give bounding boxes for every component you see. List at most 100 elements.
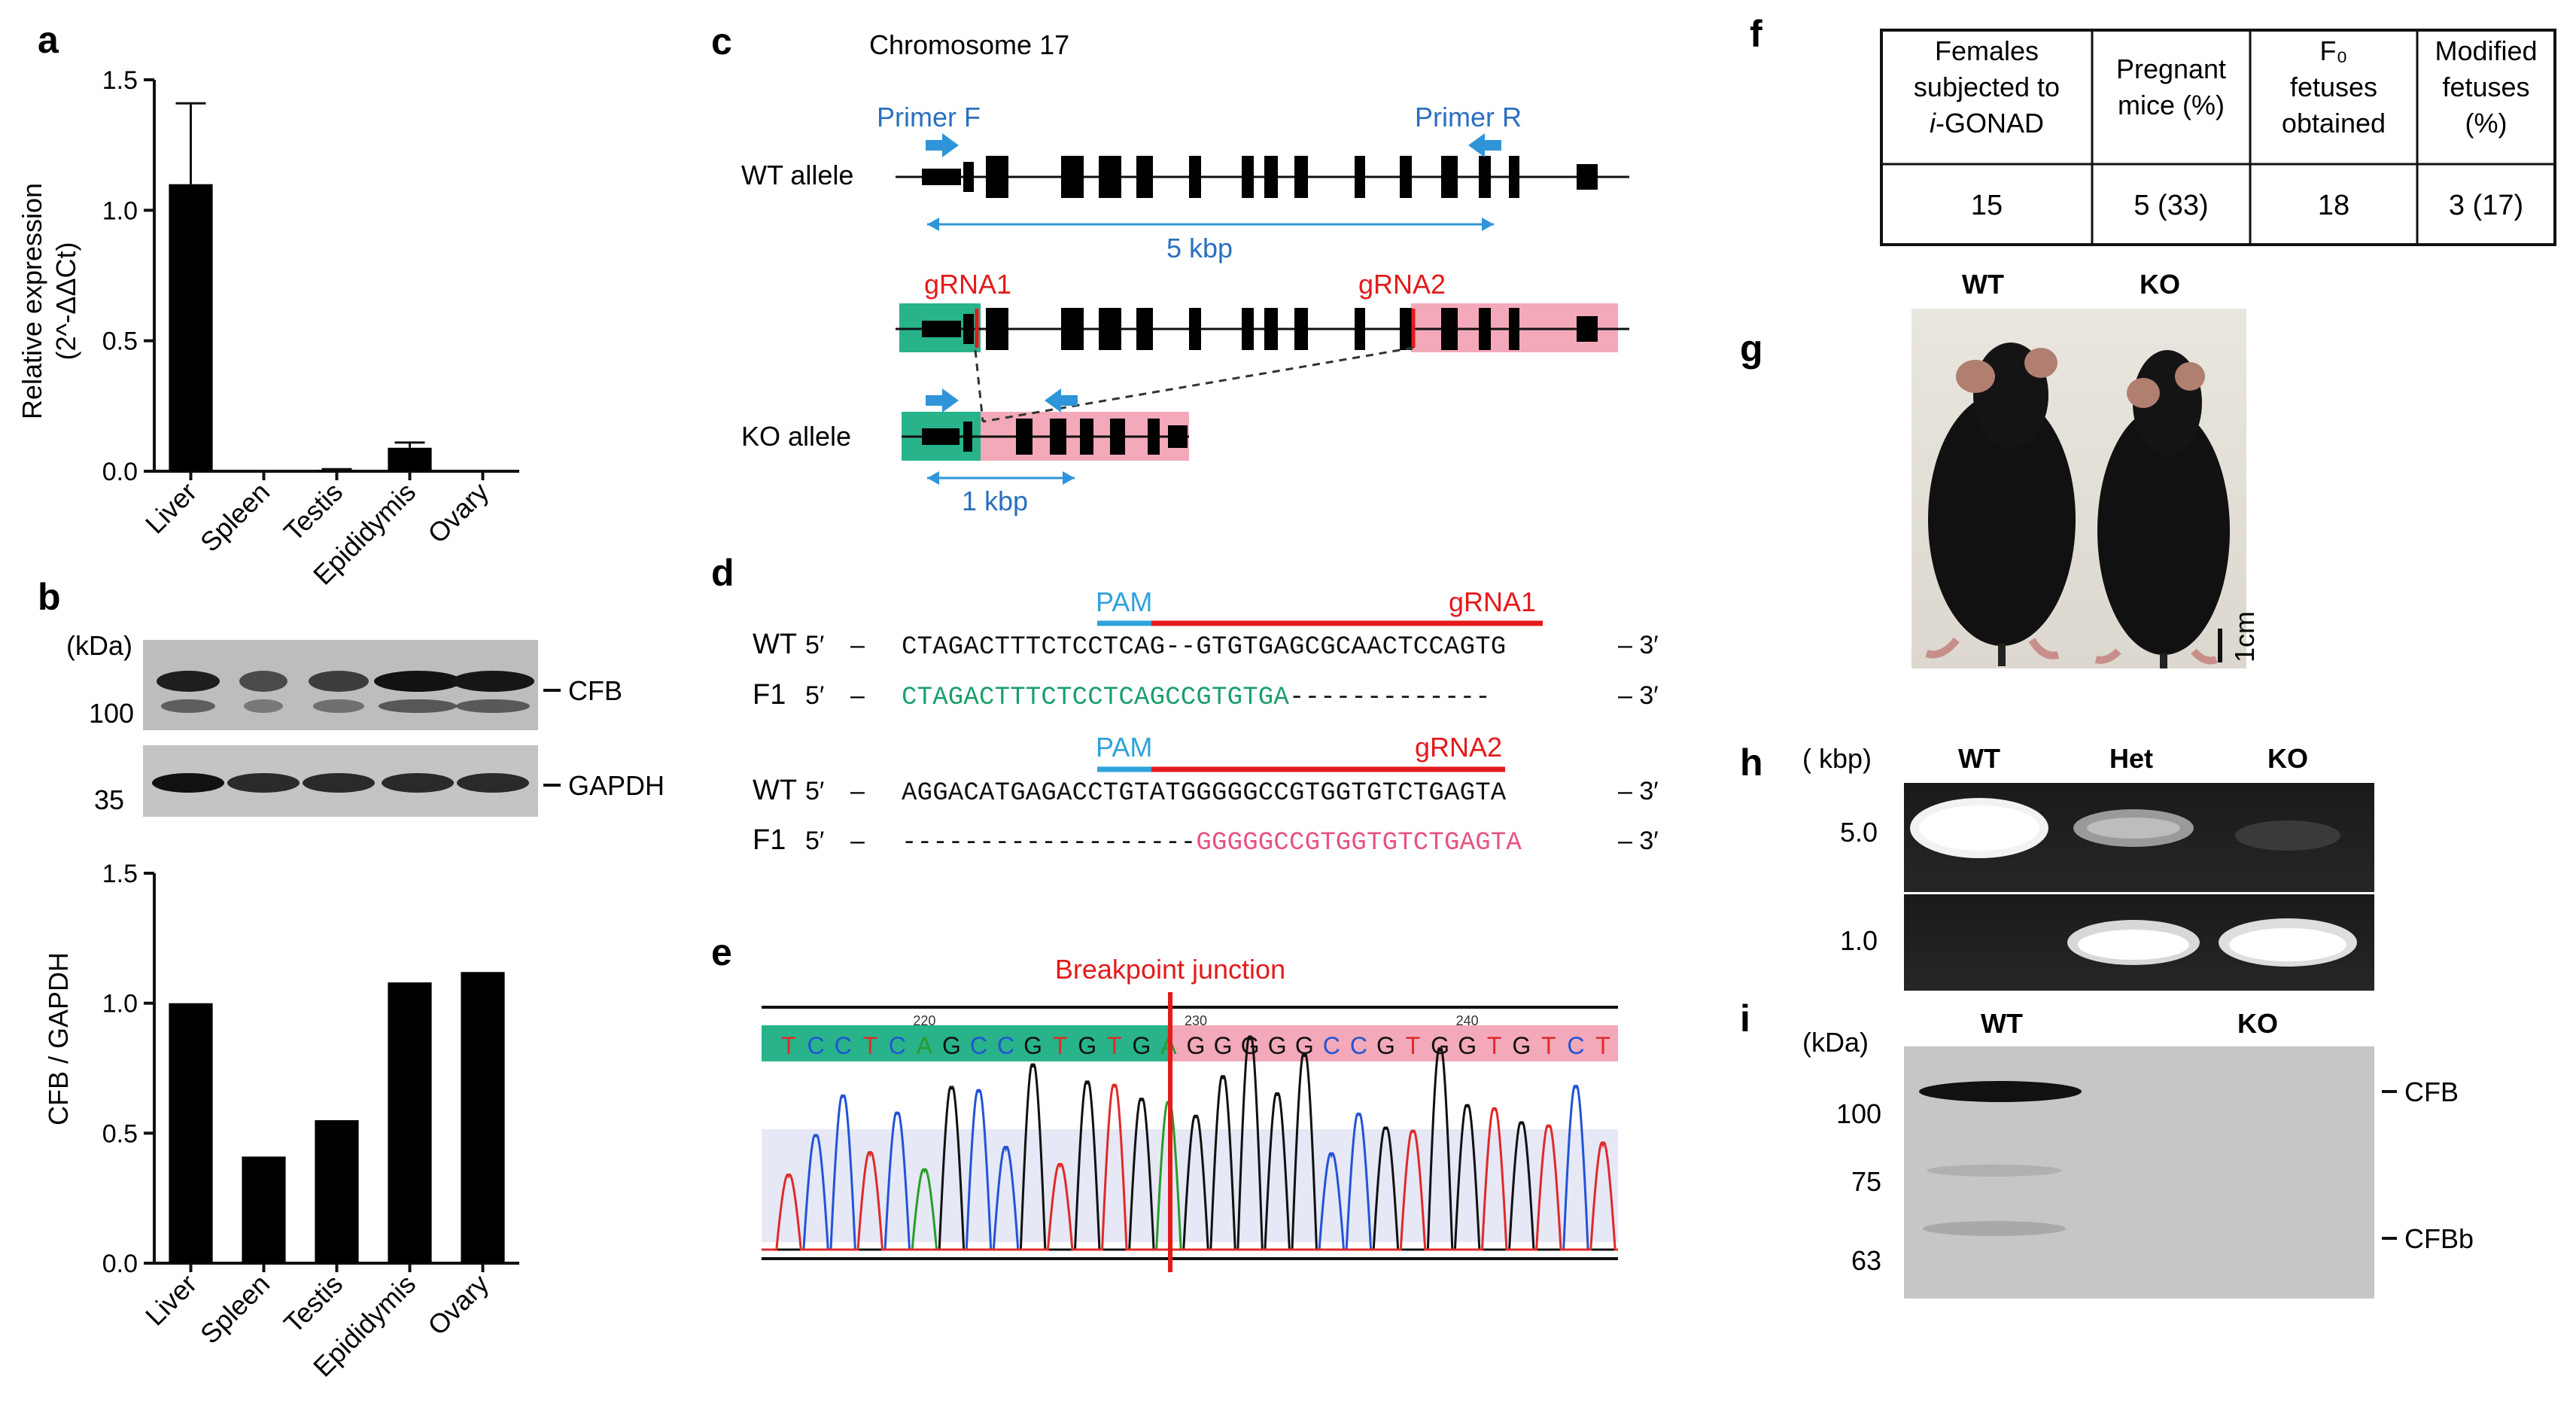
exon [1189, 156, 1201, 198]
base-call: C [807, 1032, 825, 1059]
double-arrow-head-icon [1482, 218, 1494, 231]
exon [922, 321, 961, 337]
panel-label-g: g [1740, 327, 1763, 370]
base-call: T [1406, 1032, 1421, 1059]
base-call: C [997, 1032, 1014, 1059]
base-call: T [1541, 1032, 1556, 1059]
panel-b-xtick-label: Ovary [421, 1268, 494, 1341]
ko-exon [922, 428, 960, 445]
trace-a [762, 1101, 1618, 1251]
chromo-green-box [762, 1025, 1170, 1061]
trace-t [762, 1083, 1618, 1251]
base-call: G [942, 1032, 961, 1059]
ko-exon [1148, 419, 1160, 455]
table-header-text: Pregnant [2116, 53, 2226, 84]
exon [1294, 308, 1308, 350]
exon [1189, 308, 1201, 350]
panel-b-ytick-label: 1.0 [102, 990, 138, 1019]
panel-a-xtick-label: Ovary [421, 477, 494, 550]
table-header-text: subjected to [1914, 72, 2060, 102]
band-label-cfb: CFB [568, 675, 622, 706]
panel-label-d: d [711, 552, 734, 594]
base-call: G [1458, 1032, 1477, 1059]
seq-text: CTAGACTTTCTCCTCAG--GTGTGAGCGCAACTCCAGTG [902, 633, 1506, 662]
exon [986, 308, 1008, 350]
ko-exon [1168, 425, 1188, 448]
seq-dash: – [850, 777, 865, 805]
trace-g [762, 1035, 1618, 1251]
table-value: 15 [1971, 190, 2003, 221]
seq-five-prime: 5′ [805, 777, 824, 805]
exon [1577, 164, 1598, 190]
blot-lane-ko: KO [2237, 1008, 2278, 1039]
base-call: C [1567, 1032, 1584, 1059]
position-label: 240 [1456, 1013, 1479, 1028]
seq-dash: – [850, 631, 865, 659]
panel-b-ytick-label: 0.5 [102, 1119, 138, 1148]
panel-h-gel: ( kbp) WT Het KO 5.0 1.0 [1802, 743, 2374, 991]
base-call: G [1078, 1032, 1096, 1059]
seq-row-label: F1 [753, 824, 786, 856]
base-call: C [835, 1032, 852, 1059]
exon [1355, 308, 1365, 350]
table-header-text: mice (%) [2118, 90, 2225, 120]
panel-b-kda: (kDa) [66, 630, 132, 661]
chromosome-title: Chromosome 17 [869, 29, 1069, 60]
seq-three-prime: – 3′ [1618, 631, 1659, 659]
base-call: G [1431, 1032, 1449, 1059]
base-call: A [917, 1032, 933, 1059]
exon [1136, 156, 1153, 198]
blot-b-cfb-lower-band [244, 699, 283, 713]
chromo-pink-box [1170, 1025, 1618, 1061]
exon [1061, 308, 1084, 350]
exon [1509, 156, 1519, 198]
panel-b-ytick-label: 0.0 [102, 1250, 138, 1278]
position-label: 220 [913, 1013, 935, 1028]
pam-label-1: PAM [1096, 586, 1152, 617]
panel-b-bar-ovary [461, 972, 505, 1263]
panel-i-kda: (kDa) [1802, 1027, 1869, 1058]
primer-arrow-right-icon [926, 133, 959, 157]
base-call: T [781, 1032, 796, 1059]
table-border [1880, 29, 2556, 246]
panel-c-diagram: Chromosome 17 Primer F Primer R WT allel… [741, 29, 1629, 516]
panel-e-chromatogram: Breakpoint junction TCCTCAGCCGTGTGAGGGGG… [762, 954, 1618, 1272]
seq-five-prime: 5′ [805, 827, 824, 855]
base-call: T [1107, 1032, 1122, 1059]
ko-exon [1080, 419, 1093, 455]
exon [1355, 156, 1365, 198]
exon [1294, 156, 1308, 198]
exon [1099, 308, 1121, 350]
gel-unit: ( kbp) [1802, 743, 1872, 774]
pam-label-2: PAM [1096, 732, 1152, 763]
panel-a-bar-testis [315, 470, 359, 471]
base-call: T [1053, 1032, 1068, 1059]
exon [1441, 156, 1458, 198]
exon [1400, 308, 1412, 350]
seq-text: AGGACATGAGACCTGTATGGGGGCCGTGGTGTCTGAGTA [902, 779, 1507, 808]
exon [922, 169, 961, 185]
gel-lane-het: Het [2109, 743, 2153, 774]
panel-a-xtick-label: Testis [278, 477, 348, 547]
mouse-wt [1925, 343, 2076, 666]
base-call: G [1187, 1032, 1206, 1059]
blot-b-cfb-band [452, 671, 534, 692]
gel-lane-wt: WT [1958, 743, 2000, 774]
panel-b-xtick-label: Spleen [194, 1268, 275, 1350]
table-header-text: i-GONAD [1930, 108, 2044, 139]
blot-b-gapdh-band [382, 773, 454, 793]
scale-label: 1cm [2229, 611, 2260, 662]
seq-five-prime: 5′ [805, 681, 824, 710]
wt-allele-label: WT allele [741, 160, 853, 190]
panel-f-table: Females subjected to i-GONAD Pregnant mice (… [1880, 29, 2556, 246]
exon [963, 162, 974, 192]
blot-b-cfb-lower-band [379, 699, 457, 713]
base-call: T [862, 1032, 877, 1059]
blot-b-gapdh-band [152, 773, 224, 793]
seq-row-label: WT [753, 775, 797, 806]
table-header-text: Modified [2435, 35, 2537, 66]
panel-a-ytick-label: 1.0 [102, 196, 138, 225]
table-header-text: Females [1935, 35, 2039, 66]
primer-arrow-left-icon [1468, 133, 1501, 157]
